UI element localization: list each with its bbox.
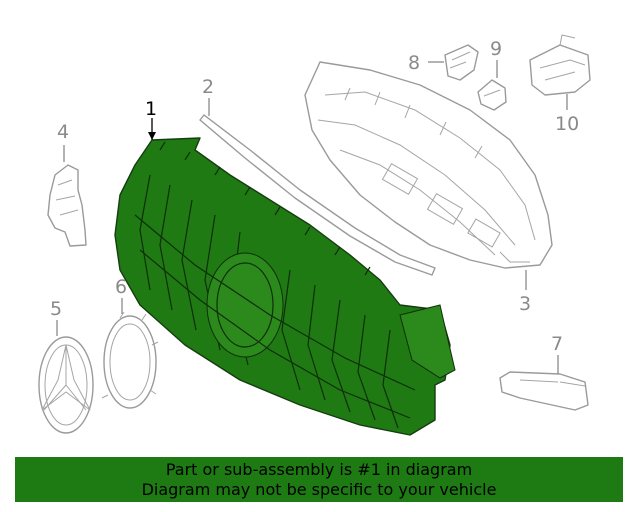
banner-line-2: Diagram may not be specific to your vehi… xyxy=(141,479,497,499)
part-6-emblem-ring[interactable] xyxy=(101,311,159,409)
part-2-seal-strip[interactable] xyxy=(199,114,436,276)
callout-9: 9 xyxy=(490,38,502,60)
callout-10: 10 xyxy=(555,113,579,135)
callout-4: 4 xyxy=(57,121,69,143)
callout-7: 7 xyxy=(551,333,563,355)
callout-2: 2 xyxy=(202,76,214,98)
part-5-emblem[interactable] xyxy=(38,336,94,434)
callout-6: 6 xyxy=(115,276,127,298)
part-7-cover[interactable] xyxy=(499,371,589,411)
parts-diagram: 1 2 3 4 5 6 7 8 9 10 xyxy=(38,34,591,436)
callout-5: 5 xyxy=(50,298,62,320)
part-4-bracket[interactable] xyxy=(47,164,87,247)
info-banner: Part or sub-assembly is #1 in diagram Di… xyxy=(15,457,623,502)
callout-8: 8 xyxy=(408,52,420,74)
part-9-connector[interactable] xyxy=(477,79,507,111)
callout-1: 1 xyxy=(145,98,157,120)
part-3-support-frame[interactable] xyxy=(304,61,553,269)
part-10-mount[interactable] xyxy=(529,34,591,96)
part-1-radiator-grille[interactable] xyxy=(114,137,456,436)
part-8-sensor[interactable] xyxy=(444,44,479,81)
callout-3: 3 xyxy=(519,293,531,315)
banner-line-1: Part or sub-assembly is #1 in diagram xyxy=(165,459,473,479)
